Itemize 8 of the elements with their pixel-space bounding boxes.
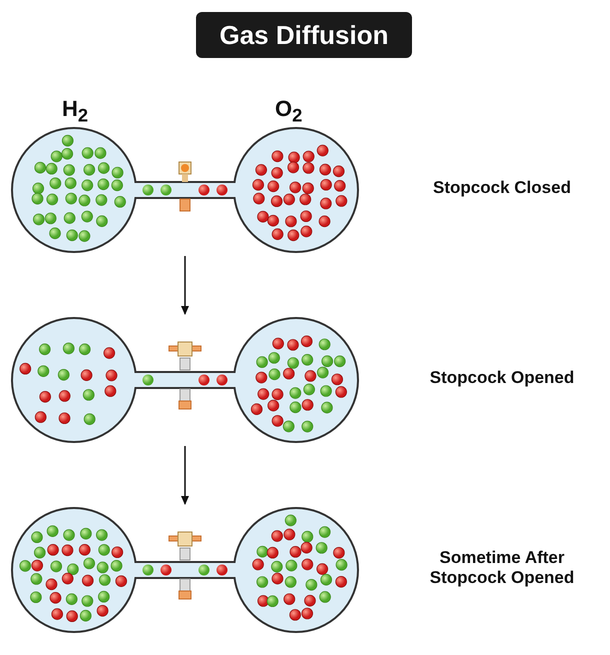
arrow [181, 256, 189, 315]
gas-label: H$_{2}$ [62, 96, 88, 126]
arrow [181, 446, 189, 505]
stage-caption: Sometime After Stopcock Opened [428, 548, 576, 588]
stage-caption: Stopcock Closed [432, 178, 572, 198]
gas-label: O$_{2}$ [275, 96, 302, 126]
title: Gas Diffusion [196, 12, 412, 58]
stage-caption: Stopcock Opened [428, 368, 576, 388]
